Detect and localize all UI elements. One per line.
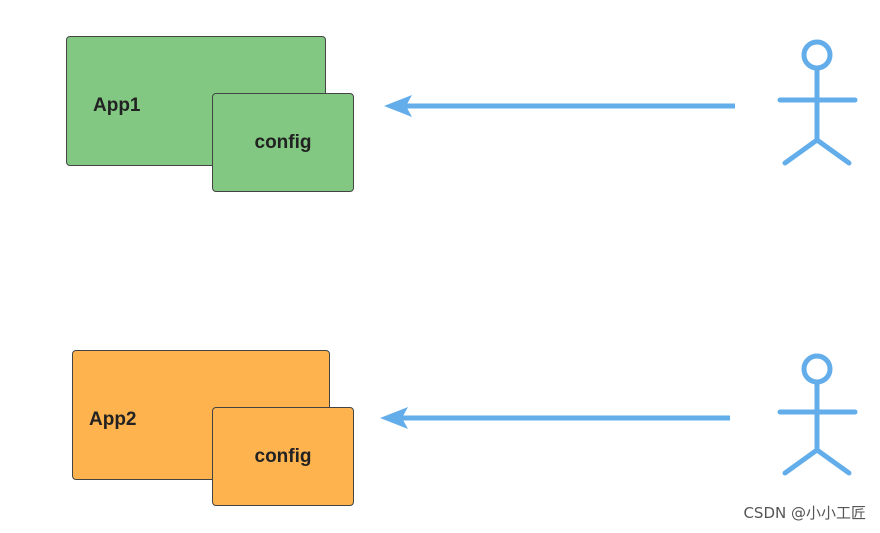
- watermark-text: CSDN @小小工匠: [743, 504, 866, 522]
- stick-figure-user-icon: [777, 39, 858, 166]
- app2-label: App2: [89, 409, 137, 430]
- app2-config-label: config: [254, 445, 312, 467]
- stick-figure-user-icon: [777, 353, 858, 476]
- arrow-left-icon: [384, 95, 735, 117]
- app1-config-label: config: [254, 131, 312, 153]
- app2-config-box: config: [212, 407, 354, 506]
- app1-label: App1: [93, 95, 141, 116]
- arrow-left-icon: [380, 407, 730, 429]
- app1-config-box: config: [212, 93, 354, 192]
